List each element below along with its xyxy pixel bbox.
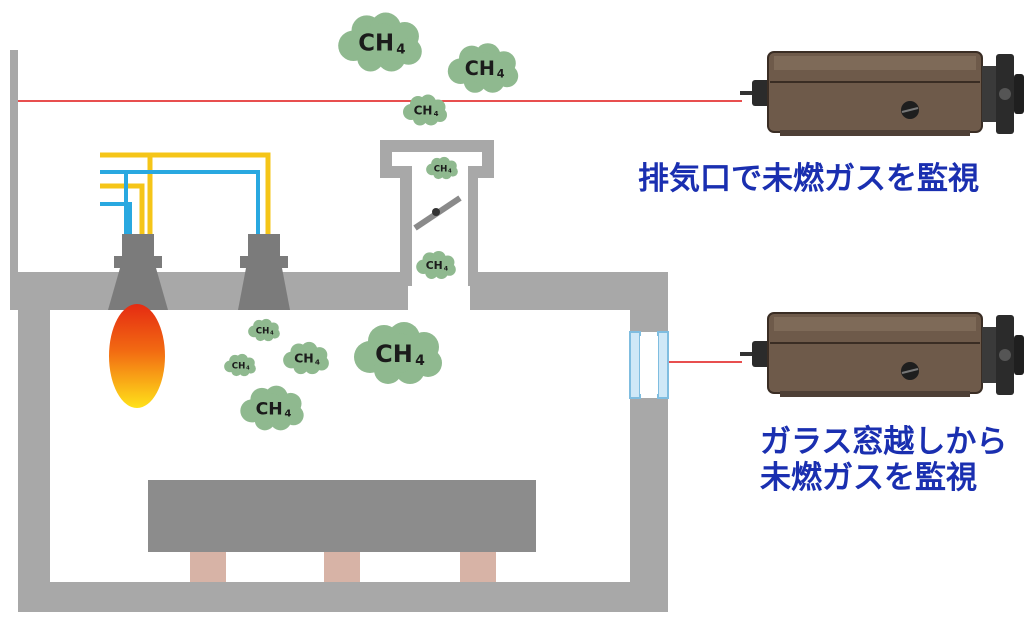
ch4-formula-label: CH: [426, 259, 443, 272]
support-1: [190, 552, 226, 582]
ch4-formula-label: CH: [375, 340, 413, 368]
ch4-subscript-label: 4: [270, 330, 274, 336]
glass-window-icon: [629, 331, 669, 399]
ch4-formula-label: CH: [358, 31, 394, 57]
ch4-subscript-label: 4: [396, 42, 405, 57]
gas-analyzer-icon: [740, 51, 1024, 137]
ch4-formula-label: CH: [256, 326, 270, 336]
ch4-subscript-label: 4: [284, 409, 291, 420]
gas-analyzer-icon: [740, 312, 1024, 398]
ch4-subscript-label: 4: [448, 168, 452, 174]
ch4-subscript-label: 4: [415, 353, 425, 369]
caption-window-monitoring: ガラス窓越しから 未燃ガスを監視: [760, 424, 1008, 496]
support-3: [460, 552, 496, 582]
caption-exhaust-monitoring: 排気口で未燃ガスを監視: [638, 161, 979, 197]
ch4-subscript-label: 4: [497, 68, 505, 81]
ch4-subscript-label: 4: [246, 365, 250, 371]
outer-wall-left: [10, 50, 18, 290]
support-2: [324, 552, 360, 582]
ch4-formula-label: CH: [232, 361, 246, 371]
ch4-formula-label: CH: [294, 351, 314, 366]
flame-icon: [109, 304, 165, 408]
ch4-subscript-label: 4: [434, 110, 439, 118]
caption-window-line-1: ガラス窓越しから: [760, 424, 1008, 460]
hearth: [148, 480, 536, 552]
ch4-formula-label: CH: [256, 399, 283, 419]
ch4-formula-label: CH: [465, 57, 495, 80]
fuel-pipes: [100, 152, 271, 236]
ch4-formula-label: CH: [414, 104, 433, 118]
ch4-subscript-label: 4: [315, 357, 320, 366]
burner-right: [238, 234, 290, 310]
damper-icon: [413, 195, 462, 231]
ch4-formula-label: CH: [434, 164, 448, 174]
burner-left: [108, 234, 168, 310]
ch4-subscript-label: 4: [444, 265, 449, 272]
caption-window-line-2: 未燃ガスを監視: [760, 459, 977, 496]
